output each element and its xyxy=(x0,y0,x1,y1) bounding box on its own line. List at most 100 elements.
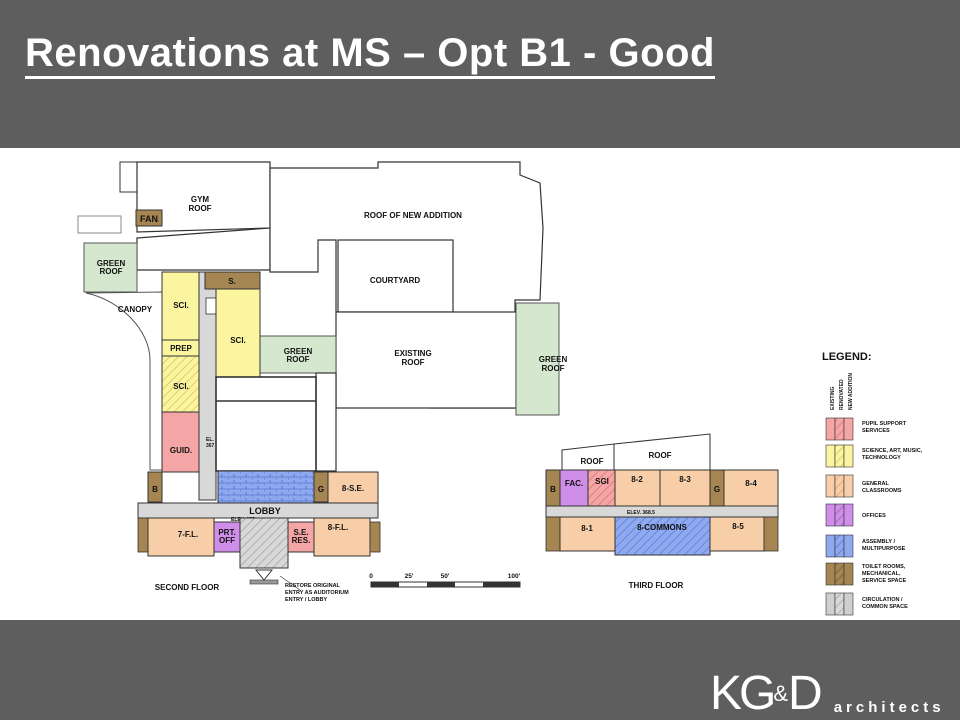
legend-title: LEGEND: xyxy=(822,351,872,363)
scale-bar: 0 25' 50' 100' xyxy=(369,573,521,588)
slide-title: Renovations at MS – Opt B1 - Good xyxy=(25,30,715,79)
stair-icon xyxy=(205,297,217,315)
svg-text:COMMON SPACE: COMMON SPACE xyxy=(862,604,908,610)
commons-label: 8-COMMONS xyxy=(637,523,687,532)
r84-label: 8-4 xyxy=(745,479,757,488)
stair-left xyxy=(137,517,149,553)
prt-label-2: OFF xyxy=(219,536,235,545)
svg-text:SERVICE SPACE: SERVICE SPACE xyxy=(862,578,906,584)
legend-col-new-addition: NEW ADDITION xyxy=(848,373,854,410)
r85-label: 8-5 xyxy=(732,522,744,531)
fan-room xyxy=(135,209,163,227)
scale-25-label: 25' xyxy=(405,573,414,580)
green-roof-left-label-1: GREEN xyxy=(97,259,126,268)
s-label: S. xyxy=(228,277,236,286)
scale-50-label: 50' xyxy=(441,573,450,580)
existing-roof xyxy=(335,311,517,409)
green-roof-right-label-1: GREEN xyxy=(539,355,568,364)
sci-room-3 xyxy=(215,288,261,378)
sci-label-2: SCI. xyxy=(173,382,189,391)
fl7-label: 7-F.L. xyxy=(178,530,198,539)
note-line-3: ENTRY / LOBBY xyxy=(285,597,328,603)
svg-text:MULTIPURPOSE: MULTIPURPOSE xyxy=(862,546,906,552)
se-room-label: 8-S.E. xyxy=(342,484,364,493)
gym-roof-label-1: GYM xyxy=(191,195,210,204)
fan-label: FAN xyxy=(140,214,158,224)
svg-text:PUPIL SUPPORT: PUPIL SUPPORT xyxy=(862,421,907,427)
sci-label-3: SCI. xyxy=(230,336,246,345)
legend-row-general: GENERAL CLASSROOMS xyxy=(825,474,902,498)
second-floor-plan: FAN GYM ROOF GREEN ROOF CANOPY ROOF OF N… xyxy=(77,161,568,603)
faculty-room xyxy=(559,469,589,507)
wing-wall xyxy=(315,372,337,472)
courtyard xyxy=(337,239,454,313)
third-roof-label-1: ROOF xyxy=(580,457,603,466)
floor-plan-diagram: FAN GYM ROOF GREEN ROOF CANOPY ROOF OF N… xyxy=(77,161,923,616)
room-7-fl xyxy=(147,517,215,557)
logo-ampersand: & xyxy=(773,681,789,706)
r81-label: 8-1 xyxy=(581,524,593,533)
prep-label: PREP xyxy=(170,344,192,353)
svg-text:CLASSROOMS: CLASSROOMS xyxy=(862,488,902,494)
r83-label: 8-3 xyxy=(679,475,691,484)
auditorium xyxy=(215,376,317,472)
g-label: G xyxy=(318,485,324,494)
exterior-box xyxy=(77,215,122,234)
svg-text:ASSEMBLY /: ASSEMBLY / xyxy=(862,539,895,545)
se-res-label-1: S.E. xyxy=(293,528,308,537)
sci-room-2 xyxy=(161,355,200,413)
legend-row-assembly: ASSEMBLY / MULTIPURPOSE xyxy=(825,534,906,558)
existing-roof-label-1: EXISTING xyxy=(394,349,431,358)
lobby-entry xyxy=(239,517,289,569)
svg-text:TOILET ROOMS,: TOILET ROOMS, xyxy=(862,564,906,570)
second-floor-label: SECOND FLOOR xyxy=(155,583,220,592)
fl8-label: 8-F.L. xyxy=(328,523,348,532)
b-label: B xyxy=(152,485,158,494)
legend: LEGEND: EXISTING RENOVATED NEW ADDITION … xyxy=(822,351,923,616)
stair-right xyxy=(369,521,381,553)
sgi-label: SGI xyxy=(595,477,609,486)
note-line-1: RESTORE ORIGINAL xyxy=(285,583,341,589)
third-b-label: B xyxy=(550,485,556,494)
floor-plan-panel: FAN GYM ROOF GREEN ROOF CANOPY ROOF OF N… xyxy=(0,148,960,620)
svg-text:MECHANICAL,: MECHANICAL, xyxy=(862,571,901,577)
room-8-3 xyxy=(659,469,711,507)
stair-box xyxy=(119,161,139,193)
svg-text:SERVICES: SERVICES xyxy=(862,428,890,434)
third-elev-label: ELEV. 368.5 xyxy=(627,510,655,516)
legend-row-toilet: TOILET ROOMS, MECHANICAL, SERVICE SPACE xyxy=(825,562,906,586)
roof-new-addition-label: ROOF OF NEW ADDITION xyxy=(364,211,462,220)
third-corridor xyxy=(545,505,779,518)
legend-col-existing: EXISTING xyxy=(830,387,836,410)
sgi-room xyxy=(587,469,616,507)
existing-roof-label-2: ROOF xyxy=(401,358,424,367)
guid-label: GUID. xyxy=(170,446,192,455)
courtyard-label: COURTYARD xyxy=(370,276,421,285)
green-roof-mid-label-1: GREEN xyxy=(284,347,313,356)
sci-label-1: SCI. xyxy=(173,301,189,310)
sci-room-1 xyxy=(161,271,200,341)
room-8-4 xyxy=(723,469,779,507)
guidance-room xyxy=(161,411,200,473)
svg-text:SCIENCE, ART, MUSIC,: SCIENCE, ART, MUSIC, xyxy=(862,448,923,454)
svg-text:OFFICES: OFFICES xyxy=(862,513,886,519)
note-line-2: ENTRY AS AUDITORIUM xyxy=(285,590,349,596)
green-roof-left-label-2: ROOF xyxy=(99,267,122,276)
legend-row-pupil-support: PUPIL SUPPORT SERVICES xyxy=(825,417,907,441)
entry-arrow-icon xyxy=(254,569,274,581)
logo-kg: KG xyxy=(710,667,776,720)
prt-label-1: PRT. xyxy=(218,528,235,537)
commons-room xyxy=(614,516,711,556)
el-label-1: EL. xyxy=(206,437,214,443)
service-room-b xyxy=(147,471,163,503)
entry-step xyxy=(249,579,279,585)
el-label-2: 367 xyxy=(206,443,215,449)
canopy xyxy=(85,291,163,471)
room-8-fl xyxy=(313,517,371,557)
svg-text:GENERAL: GENERAL xyxy=(862,481,890,487)
logo-wordmark: architects xyxy=(833,699,945,716)
fac-label: FAC. xyxy=(565,479,583,488)
auditorium-seating xyxy=(217,470,315,504)
green-roof-right-label-2: ROOF xyxy=(541,364,564,373)
